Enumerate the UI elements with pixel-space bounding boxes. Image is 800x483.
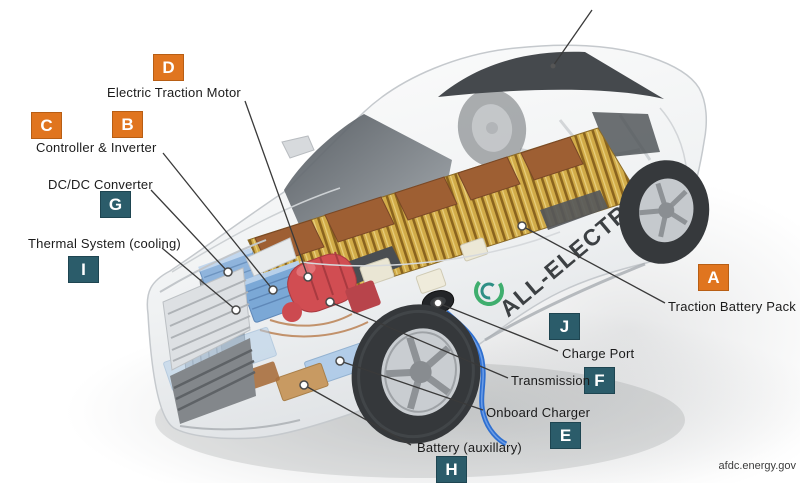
rear-right-wheel	[618, 160, 710, 264]
label-controller-inverter: Controller & Inverter	[36, 140, 157, 155]
front-grille	[159, 237, 297, 424]
label-aux-battery: Battery (auxillary)	[417, 440, 522, 455]
rear-left-wheel	[457, 89, 527, 167]
front-wheel	[351, 304, 481, 444]
leader-chargeport	[437, 302, 559, 352]
leader-auxbattery	[303, 384, 412, 446]
battery-rear-box	[540, 190, 608, 230]
antenna-line	[552, 9, 593, 67]
callout-letter-c: C	[31, 112, 62, 139]
callout-letter-j: J	[549, 313, 580, 340]
callout-letter-b: B	[112, 111, 143, 138]
label-thermal-system: Thermal System (cooling)	[28, 236, 181, 251]
leader-onboard	[339, 360, 484, 411]
label-charge-port: Charge Port	[562, 346, 635, 361]
callout-letter-d: D	[153, 54, 184, 81]
label-electric-traction-motor: Electric Traction Motor	[107, 85, 241, 100]
callout-letter-h: H	[436, 456, 467, 483]
leader-dots	[223, 63, 556, 390]
ev-logo	[474, 276, 504, 306]
label-traction-battery-pack: Traction Battery Pack	[668, 299, 796, 314]
label-transmission: Transmission	[511, 373, 591, 388]
leader-motor	[244, 100, 309, 278]
coolant-tanks	[359, 237, 489, 294]
leader-controller	[162, 152, 274, 291]
label-dcdc-converter: DC/DC Converter	[48, 177, 153, 192]
label-onboard-charger: Onboard Charger	[486, 405, 591, 420]
callout-letter-g: G	[100, 191, 131, 218]
side-mirror	[281, 135, 315, 159]
callout-letter-i: I	[68, 256, 99, 283]
callout-letter-f: F	[584, 367, 615, 394]
roof-rear-window	[438, 51, 664, 99]
leader-dcdc	[150, 189, 229, 273]
leader-lines	[150, 9, 666, 446]
headlight	[245, 237, 297, 277]
callout-letter-a: A	[698, 264, 729, 291]
leader-thermal	[161, 247, 237, 311]
source-watermark: afdc.energy.gov	[718, 460, 796, 472]
leader-transmission	[329, 301, 509, 379]
callout-letter-e: E	[550, 422, 581, 449]
leader-battery	[521, 225, 666, 304]
